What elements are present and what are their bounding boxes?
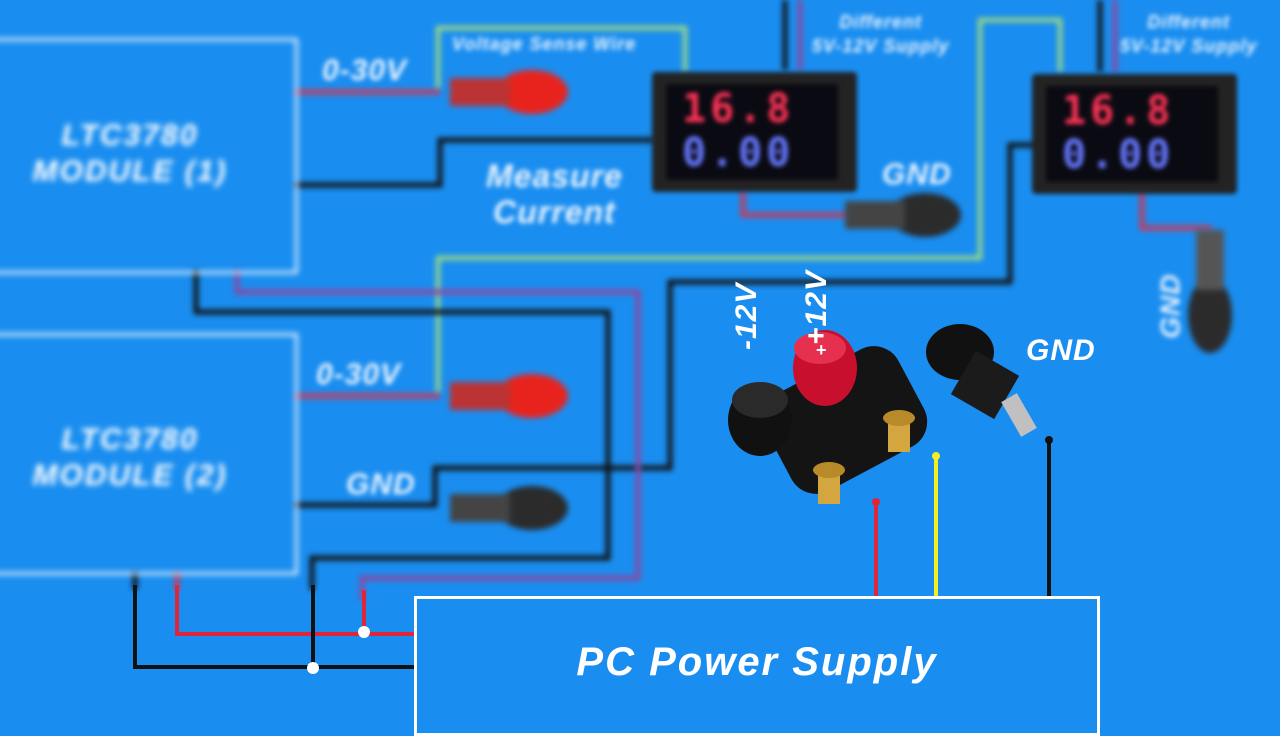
output-1-voltage-label: 0-30V: [322, 54, 408, 87]
dual-binding-post: [728, 330, 928, 504]
meter-2-voltage: 16.8: [1062, 88, 1175, 134]
meter-1-current: 0.00: [682, 130, 795, 176]
negative-12v-label: -12V: [730, 282, 763, 350]
gnd-binding-post: [926, 324, 1037, 437]
supply-2-label: Different 5V-12V Supply: [1120, 12, 1258, 56]
main-gnd-label: GND: [1026, 334, 1096, 367]
meter-1-voltage: 16.8: [682, 86, 795, 132]
volt-amp-meter-1: 16.8 0.00: [652, 72, 857, 192]
positive-12v-label: +12V: [800, 270, 833, 345]
supply-1-label: Different 5V-12V Supply: [812, 12, 950, 56]
measure-current-label: Measure Current: [486, 158, 623, 230]
module-1-box: [0, 38, 298, 274]
foreground-wires: [133, 324, 1053, 674]
meter-2-current: 0.00: [1062, 132, 1175, 178]
junction-dot: [307, 662, 319, 674]
module-2-label: LTC3780 MODULE (2): [32, 423, 228, 492]
volt-amp-meter-2: 16.8 0.00: [1032, 74, 1237, 194]
background-posts: [450, 70, 1232, 530]
meter-2-gnd-label: GND: [1154, 273, 1186, 339]
red-supply-wire: [175, 585, 414, 636]
meter-1-gnd-label: GND: [882, 158, 952, 191]
output-2-voltage-label: 0-30V: [316, 358, 402, 391]
module-2-box: [0, 333, 298, 575]
module-2-gnd-label: GND: [346, 468, 416, 501]
pc-power-supply-label: PC Power Supply: [576, 640, 938, 684]
background-wires: [132, 0, 1212, 600]
module-1-label: LTC3780 MODULE (1): [32, 119, 228, 188]
black-supply-wire: [133, 585, 414, 669]
junction-dot: [358, 626, 370, 638]
voltage-sense-label: Voltage Sense Wire: [452, 34, 637, 54]
plus-sign-icon: +: [816, 340, 828, 360]
